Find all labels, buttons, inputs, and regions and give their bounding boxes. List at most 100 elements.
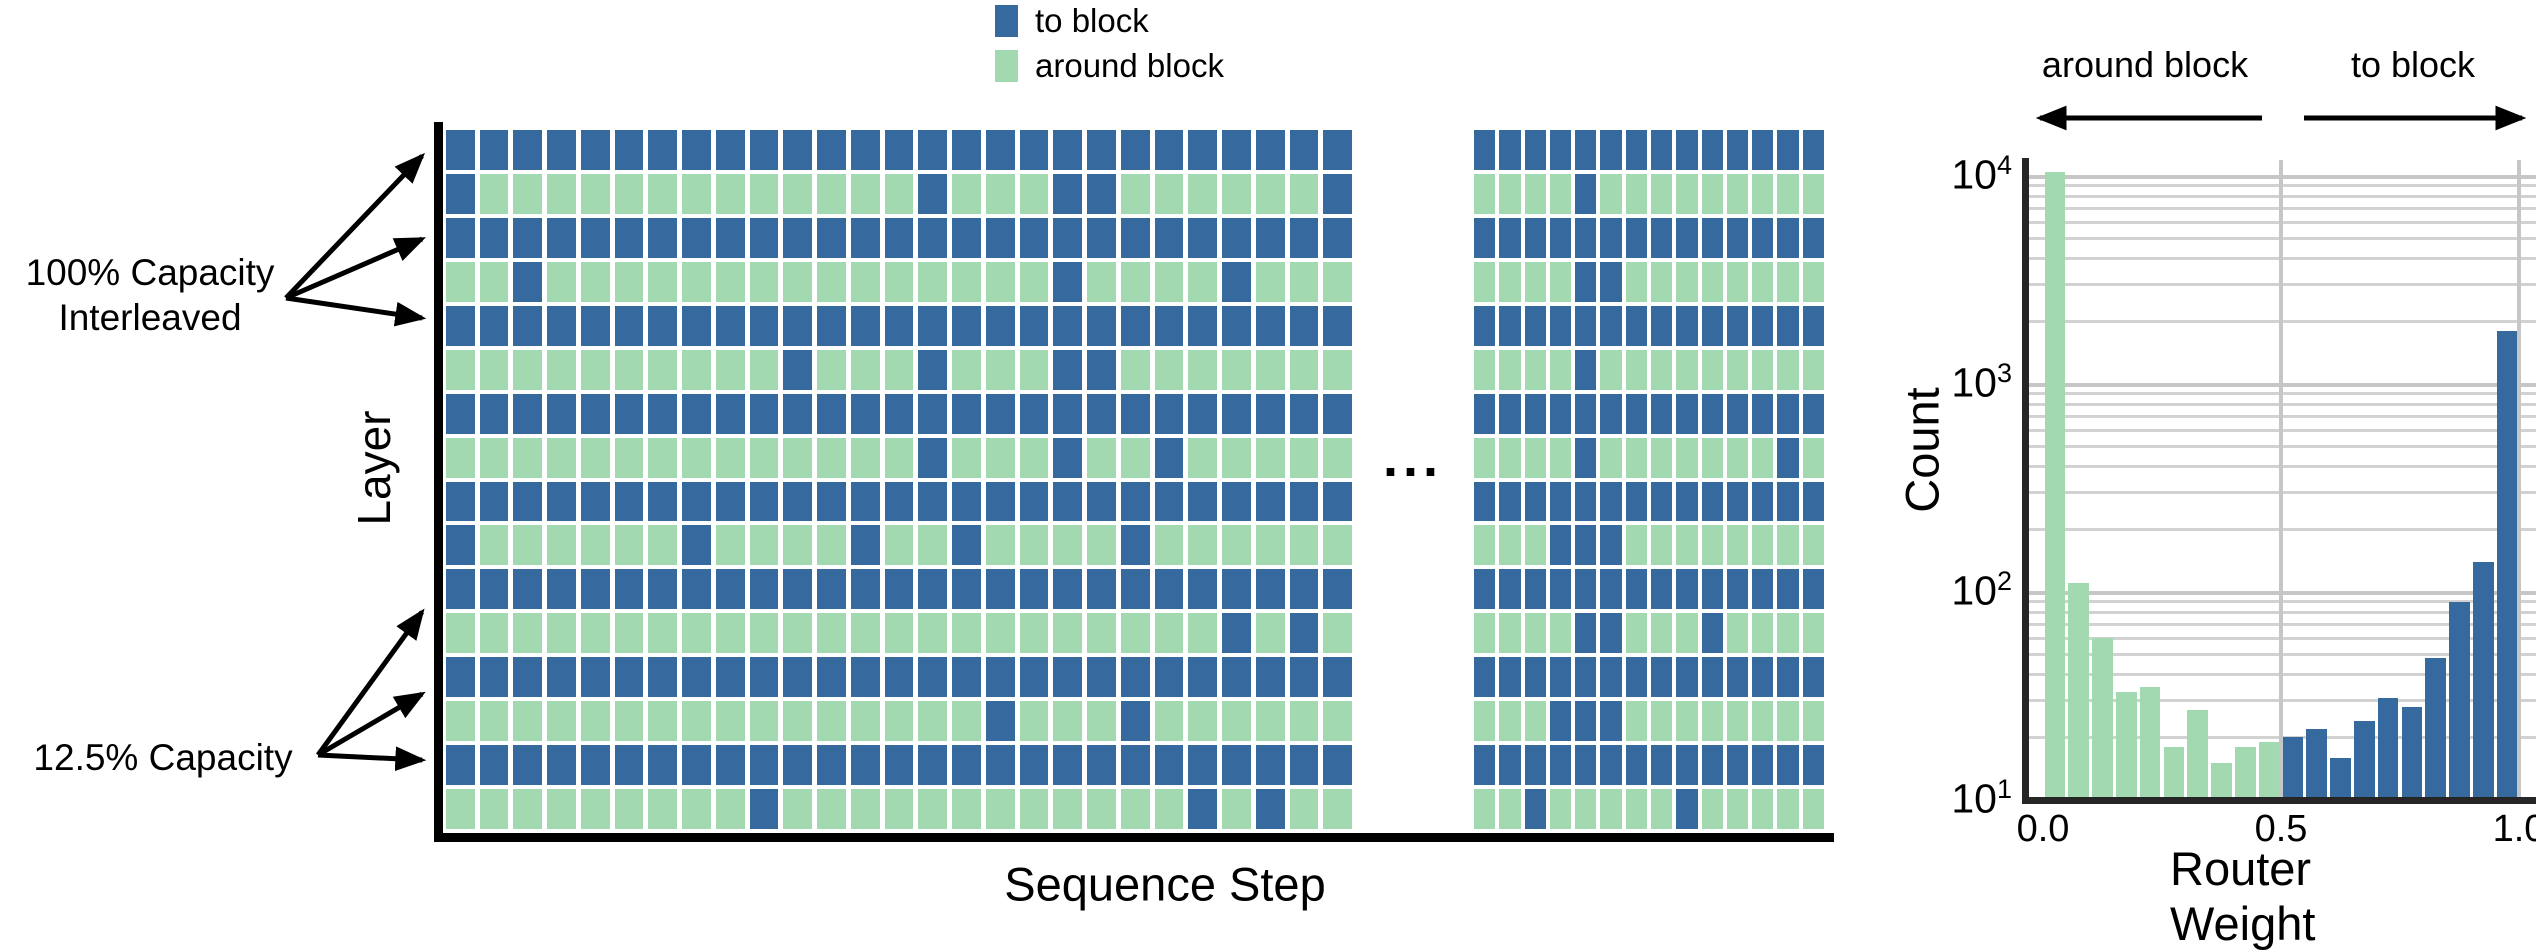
annotation-100-capacity: 100% Capacity Interleaved [0, 250, 300, 340]
heatmap-cell-to-block [1289, 217, 1319, 258]
heatmap-cell-around-block [648, 789, 678, 829]
heatmap-cell-around-block [884, 173, 914, 214]
heatmap-cell-to-block [715, 657, 745, 698]
heatmap-cell-to-block [1222, 657, 1251, 698]
heatmap-cell-to-block [1188, 745, 1218, 786]
heatmap-cell-around-block [1120, 173, 1150, 214]
heatmap-cell-to-block [1053, 217, 1083, 258]
heatmap-cell-around-block [1019, 173, 1049, 214]
heatmap-cell-to-block [749, 657, 779, 698]
heatmap-cell-to-block [1499, 657, 1521, 698]
heatmap-cell-to-block [1323, 393, 1352, 434]
heatmap-cell-to-block [1087, 130, 1116, 170]
heatmap-cell-around-block [1777, 701, 1799, 742]
heatmap-cell-around-block [1524, 613, 1546, 654]
heatmap-cell-around-block [918, 261, 948, 302]
heatmap-cell-to-block [715, 130, 745, 170]
heatmap-cell-around-block [648, 173, 678, 214]
heatmap-cell-around-block [783, 525, 813, 566]
heatmap-cell-to-block [749, 217, 779, 258]
heatmap-cell-to-block [1524, 305, 1546, 346]
heatmap-cell-to-block [783, 349, 813, 390]
heatmap-cell-to-block [985, 217, 1015, 258]
heatmap-cell-to-block [1087, 657, 1116, 698]
heatmap-cell-around-block [1255, 437, 1285, 478]
heatmap-cell-around-block [479, 173, 509, 214]
heatmap-cell-around-block [715, 261, 745, 302]
heatmap-cell-to-block [1053, 745, 1083, 786]
heatmap-cell-to-block [1625, 569, 1647, 610]
heatmap-cell-to-block [1549, 217, 1572, 258]
heatmap-cell-to-block [1474, 569, 1496, 610]
heatmap-cell-around-block [513, 525, 543, 566]
heatmap-cell-around-block [1289, 261, 1319, 302]
heatmap-cell-to-block [1600, 481, 1622, 522]
heatmap-cell-around-block [1323, 525, 1352, 566]
heatmap-cell-to-block [884, 481, 914, 522]
heatmap-cell-around-block [580, 525, 610, 566]
heatmap-cell-to-block [1120, 525, 1150, 566]
heatmap-cell-around-block [580, 789, 610, 829]
heatmap-cell-around-block [850, 349, 880, 390]
heatmap-cell-to-block [1777, 745, 1799, 786]
annotation-line: Interleaved [58, 297, 242, 338]
heatmap-cell-to-block [1701, 217, 1723, 258]
heatmap-cell-to-block [918, 217, 948, 258]
heatmap-cell-around-block [715, 173, 745, 214]
heatmap-cell-around-block [1701, 789, 1723, 829]
heatmap-cell-to-block [1188, 657, 1218, 698]
heatmap-cell-to-block [547, 393, 576, 434]
heatmap-cell-to-block [1323, 217, 1352, 258]
heatmap-cell-around-block [1752, 261, 1774, 302]
heatmap-cell-around-block [1289, 173, 1319, 214]
heatmap-cell-around-block [749, 701, 779, 742]
heatmap-cell-around-block [1802, 789, 1824, 829]
heatmap-cell-to-block [850, 305, 880, 346]
heatmap-cell-to-block [1752, 305, 1774, 346]
heatmap-cell-around-block [1701, 349, 1723, 390]
heatmap-cell-to-block [547, 130, 576, 170]
heatmap-cell-around-block [682, 349, 711, 390]
y-tick-label: 101 [1951, 774, 2012, 822]
heatmap-cell-around-block [1499, 701, 1521, 742]
legend-item-around-block: around block [995, 49, 1224, 82]
heatmap-cell-around-block [1625, 525, 1647, 566]
histogram-bar-around-block [2044, 171, 2066, 797]
legend-label: around block [1035, 47, 1224, 84]
annotation-125-capacity: 12.5% Capacity [13, 735, 313, 780]
heatmap-cell-to-block [918, 130, 948, 170]
heatmap-cell-around-block [648, 261, 678, 302]
heatmap-cell-to-block [918, 305, 948, 346]
heatmap-cell-to-block [1676, 569, 1698, 610]
heatmap-cell-around-block [985, 349, 1015, 390]
heatmap-cell-around-block [783, 613, 813, 654]
heatmap-cell-to-block [1053, 305, 1083, 346]
ellipsis: ... [1382, 428, 1444, 488]
heatmap-cell-to-block [1549, 525, 1572, 566]
heatmap-cell-to-block [1676, 305, 1698, 346]
heatmap-cell-to-block [446, 305, 475, 346]
heatmap-cell-to-block [1726, 217, 1749, 258]
heatmap-cell-around-block [1019, 701, 1049, 742]
heatmap-cell-to-block [1600, 305, 1622, 346]
heatmap-cell-around-block [1019, 349, 1049, 390]
x-tick-label: 0.5 [2254, 808, 2308, 850]
heatmap-cell-around-block [1289, 525, 1319, 566]
heatmap-cell-to-block [1726, 305, 1749, 346]
heatmap-cell-to-block [1575, 569, 1597, 610]
heatmap-cell-to-block [1188, 393, 1218, 434]
heatmap-cell-to-block [1323, 481, 1352, 522]
heatmap-cell-around-block [614, 349, 644, 390]
heatmap-cell-to-block [479, 130, 509, 170]
heatmap-cell-around-block [1087, 261, 1116, 302]
heatmap-cell-to-block [817, 305, 846, 346]
heatmap-cell-around-block [1120, 613, 1150, 654]
heatmap-cell-to-block [1474, 393, 1496, 434]
heatmap-cell-to-block [648, 130, 678, 170]
heatmap-cell-around-block [614, 261, 644, 302]
histogram-bar-to-block [2425, 658, 2447, 797]
heatmap-cell-to-block [580, 569, 610, 610]
heatmap-y-axis-label: Layer [348, 410, 400, 526]
heatmap-cell-around-block [1726, 437, 1749, 478]
heatmap-cell-around-block [1676, 701, 1698, 742]
